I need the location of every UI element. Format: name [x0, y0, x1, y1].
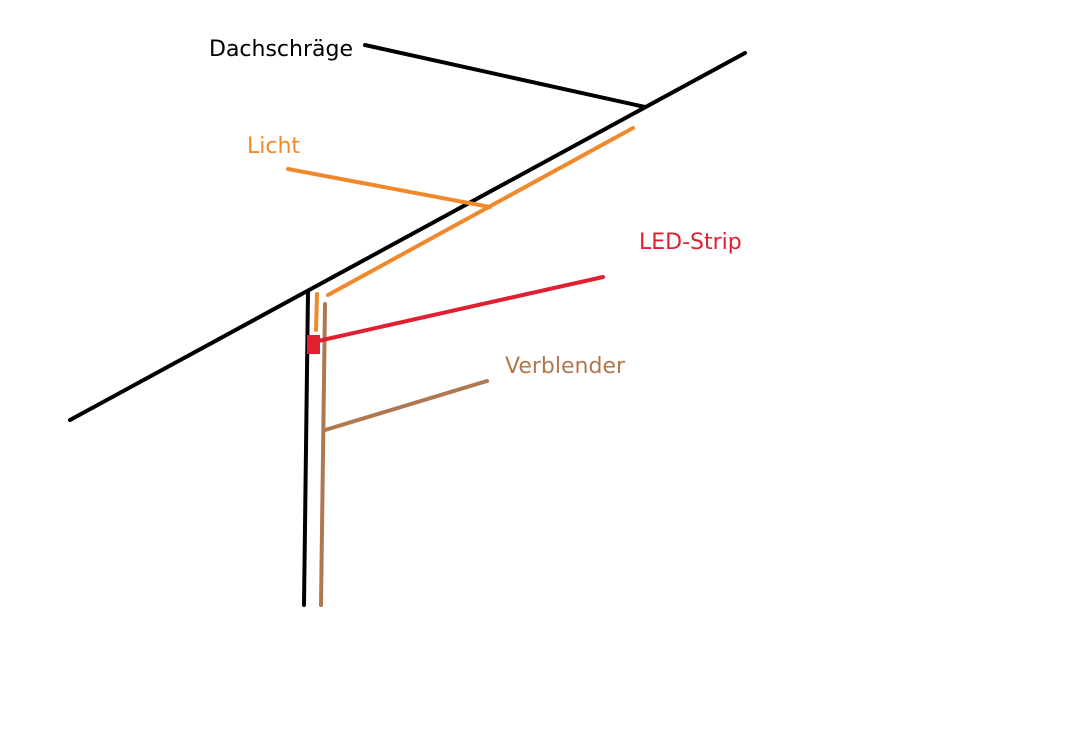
roof-pointer-line [363, 43, 647, 109]
led-pointer-line [316, 275, 605, 343]
cover-pointer-line [323, 379, 489, 432]
light-vertical [314, 292, 319, 332]
label-roof: Dachschräge [209, 37, 353, 62]
label-light: Licht [247, 134, 301, 159]
light-diagonal [326, 126, 635, 297]
led-strip-marker [307, 335, 320, 354]
cover-vertical [319, 302, 327, 607]
label-cover: Verblender [505, 354, 626, 379]
light-pointer-line [286, 167, 492, 209]
roof-slope-line [68, 51, 747, 422]
label-led-strip: LED-Strip [639, 230, 742, 255]
